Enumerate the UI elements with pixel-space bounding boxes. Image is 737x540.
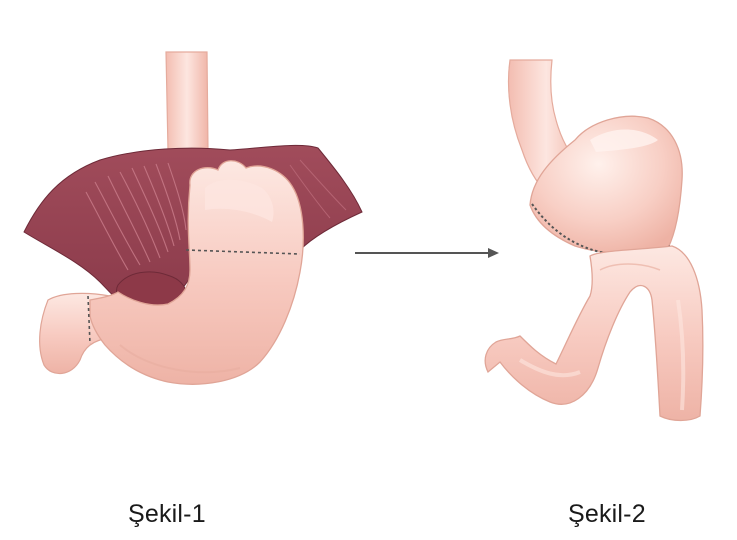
esophagus — [165, 51, 209, 151]
figure-2-caption: Şekil-2 — [568, 500, 646, 528]
resection-line-pylorus — [87, 295, 91, 345]
jejunal-loop — [484, 245, 704, 422]
resection-line-upper — [185, 249, 301, 255]
figure-2 — [484, 59, 704, 422]
figure-1-caption: Şekil-1 — [128, 500, 206, 528]
gastric-pouch — [529, 115, 683, 254]
figure-1 — [23, 51, 363, 385]
arrow — [355, 248, 499, 258]
stomach — [89, 160, 304, 385]
